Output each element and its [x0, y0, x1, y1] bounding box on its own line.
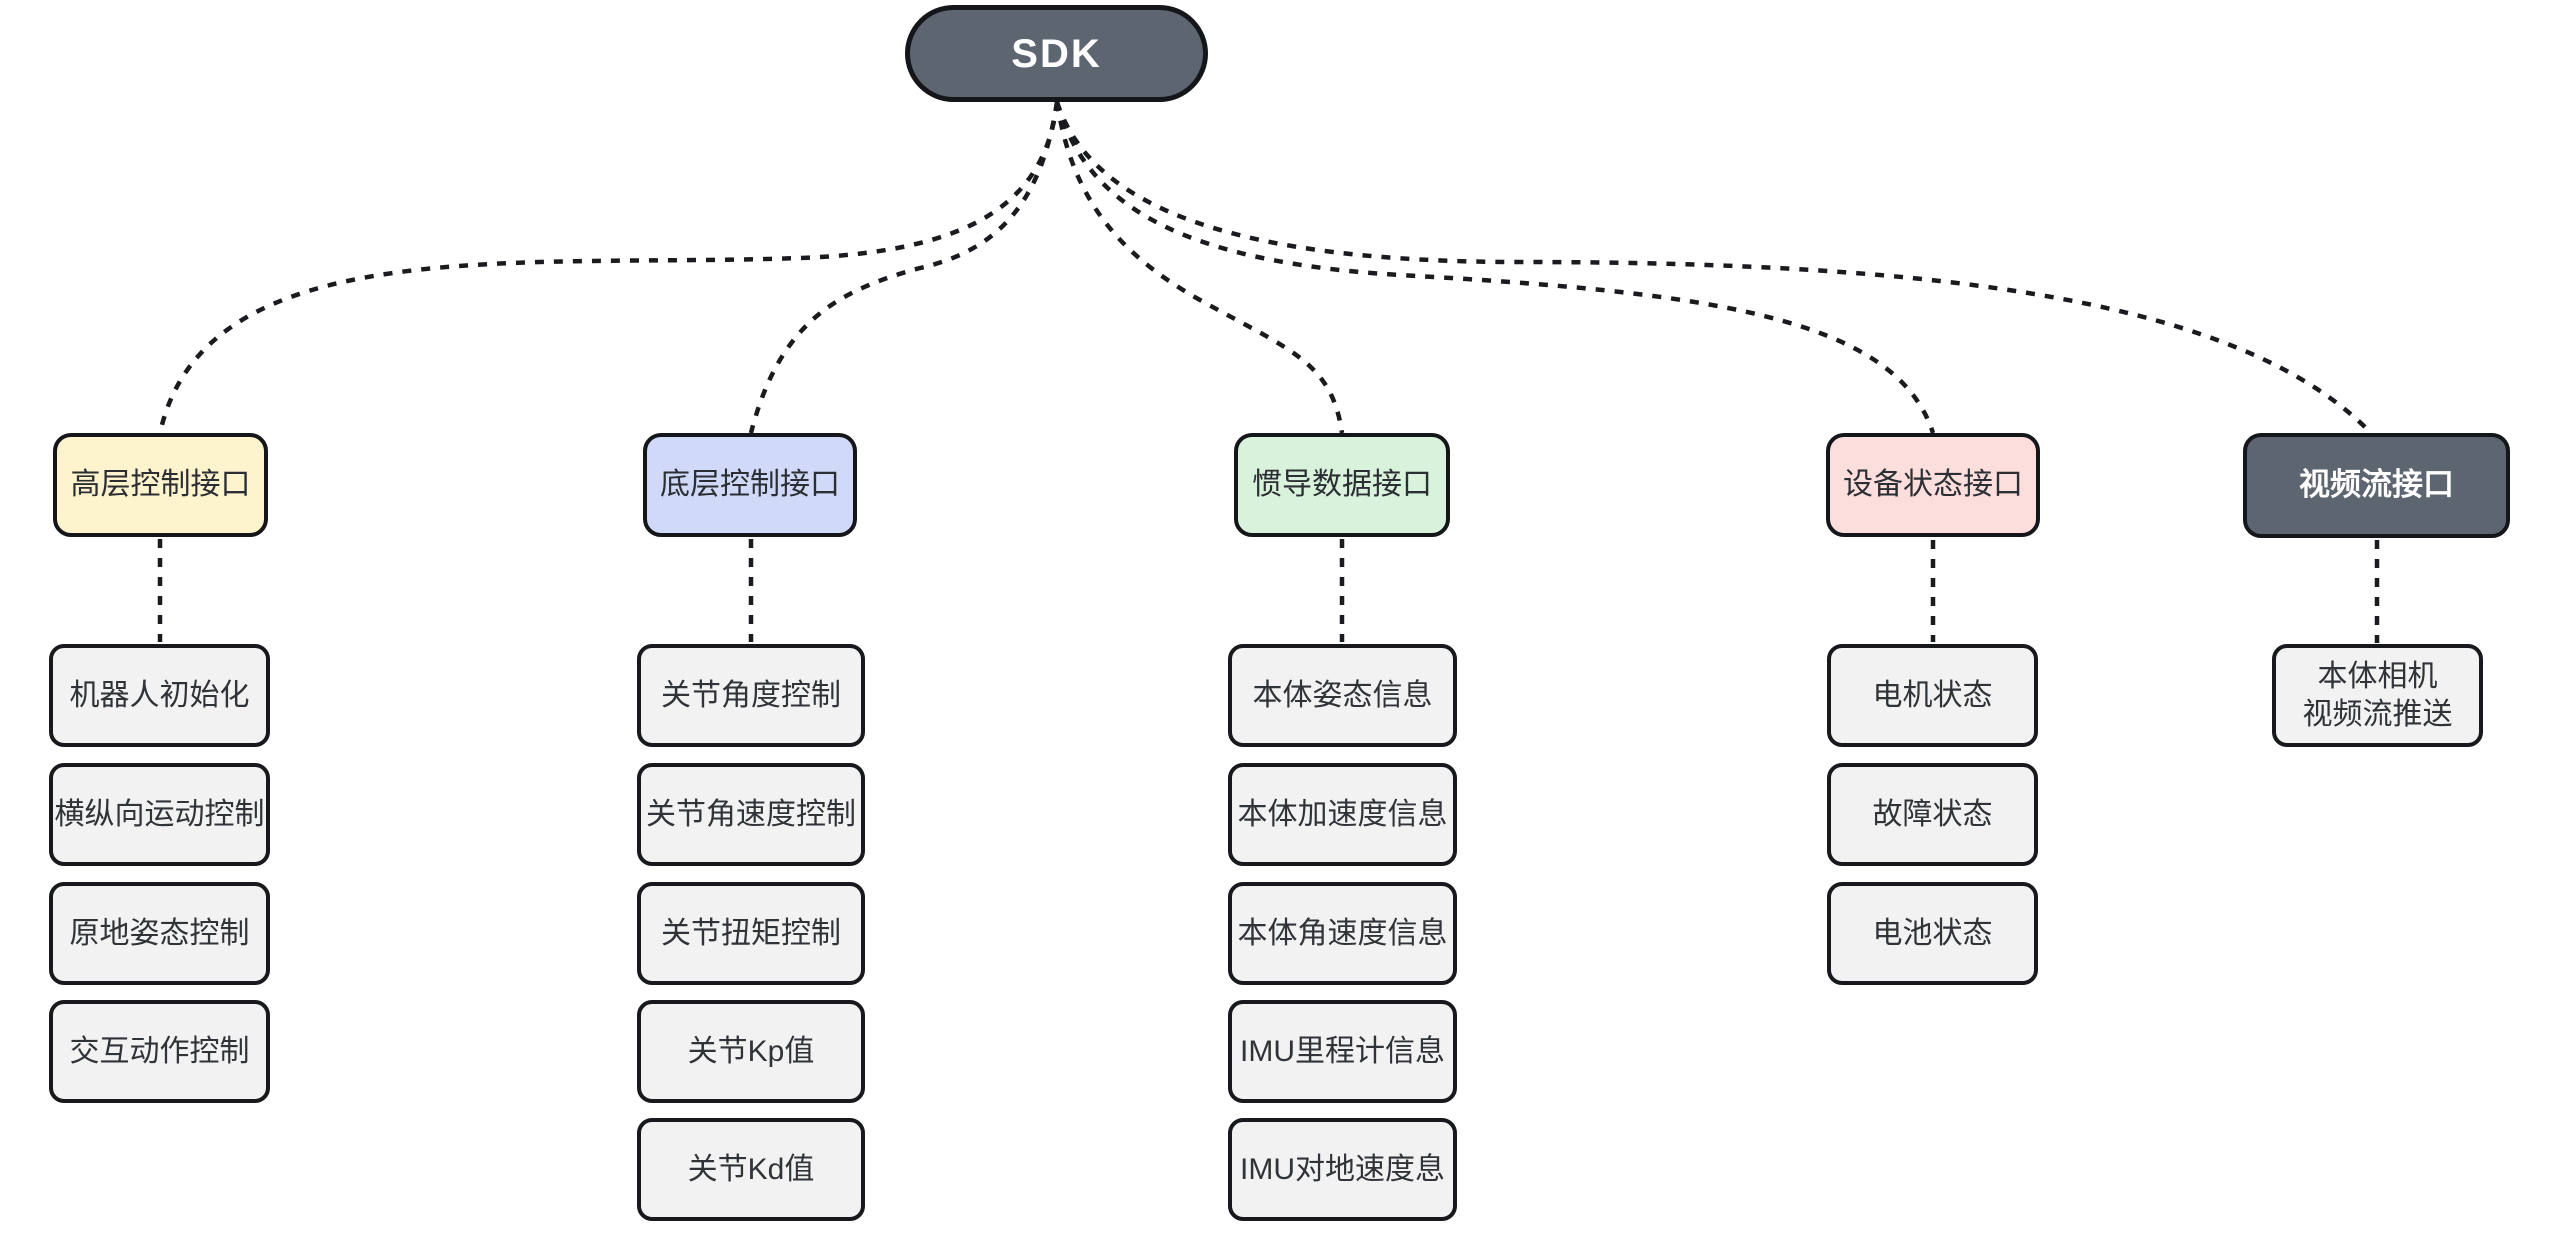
- edge-sdk-to-video-stream: [1054, 101, 2370, 432]
- category-node-low-level-control: 底层控制接口: [643, 433, 857, 537]
- node-sdk-root: SDK: [905, 5, 1208, 102]
- child-node-body-acceleration-info: 本体加速度信息: [1228, 763, 1457, 866]
- child-node-joint-angular-velocity: 关节角速度控制: [637, 763, 865, 866]
- child-node-body-angular-velocity-info: 本体角速度信息: [1228, 882, 1457, 985]
- edge-sdk-to-low-level-control: [748, 101, 1060, 434]
- child-node-joint-kp: 关节Kp值: [637, 1000, 865, 1103]
- category-node-video-stream: 视频流接口: [2243, 433, 2510, 538]
- edge-sdk-to-device-status: [1054, 101, 1936, 434]
- edge-sdk-to-high-level-control: [157, 101, 1060, 434]
- child-node-imu-ground-speed-info: IMU对地速度息: [1228, 1118, 1457, 1221]
- child-node-joint-angle: 关节角度控制: [637, 644, 865, 747]
- category-node-imu-data: 惯导数据接口: [1234, 433, 1450, 537]
- child-node-body-posture-info: 本体姿态信息: [1228, 644, 1457, 747]
- category-node-high-level-control: 高层控制接口: [53, 433, 268, 537]
- child-node-fault-status: 故障状态: [1827, 763, 2038, 866]
- child-node-lateral-longitudinal-motion: 横纵向运动控制: [49, 763, 270, 866]
- child-node-body-camera-video-push: 本体相机 视频流推送: [2272, 644, 2483, 747]
- child-node-motor-status: 电机状态: [1827, 644, 2038, 747]
- child-node-in-place-posture: 原地姿态控制: [49, 882, 270, 985]
- child-node-joint-kd: 关节Kd值: [637, 1118, 865, 1221]
- child-node-battery-status: 电池状态: [1827, 882, 2038, 985]
- child-node-interactive-action: 交互动作控制: [49, 1000, 270, 1103]
- child-node-joint-torque: 关节扭矩控制: [637, 882, 865, 985]
- category-node-device-status: 设备状态接口: [1826, 433, 2040, 537]
- child-node-robot-init: 机器人初始化: [49, 644, 270, 747]
- child-node-imu-odometry-info: IMU里程计信息: [1228, 1000, 1457, 1103]
- edge-sdk-to-imu-data: [1054, 101, 1345, 434]
